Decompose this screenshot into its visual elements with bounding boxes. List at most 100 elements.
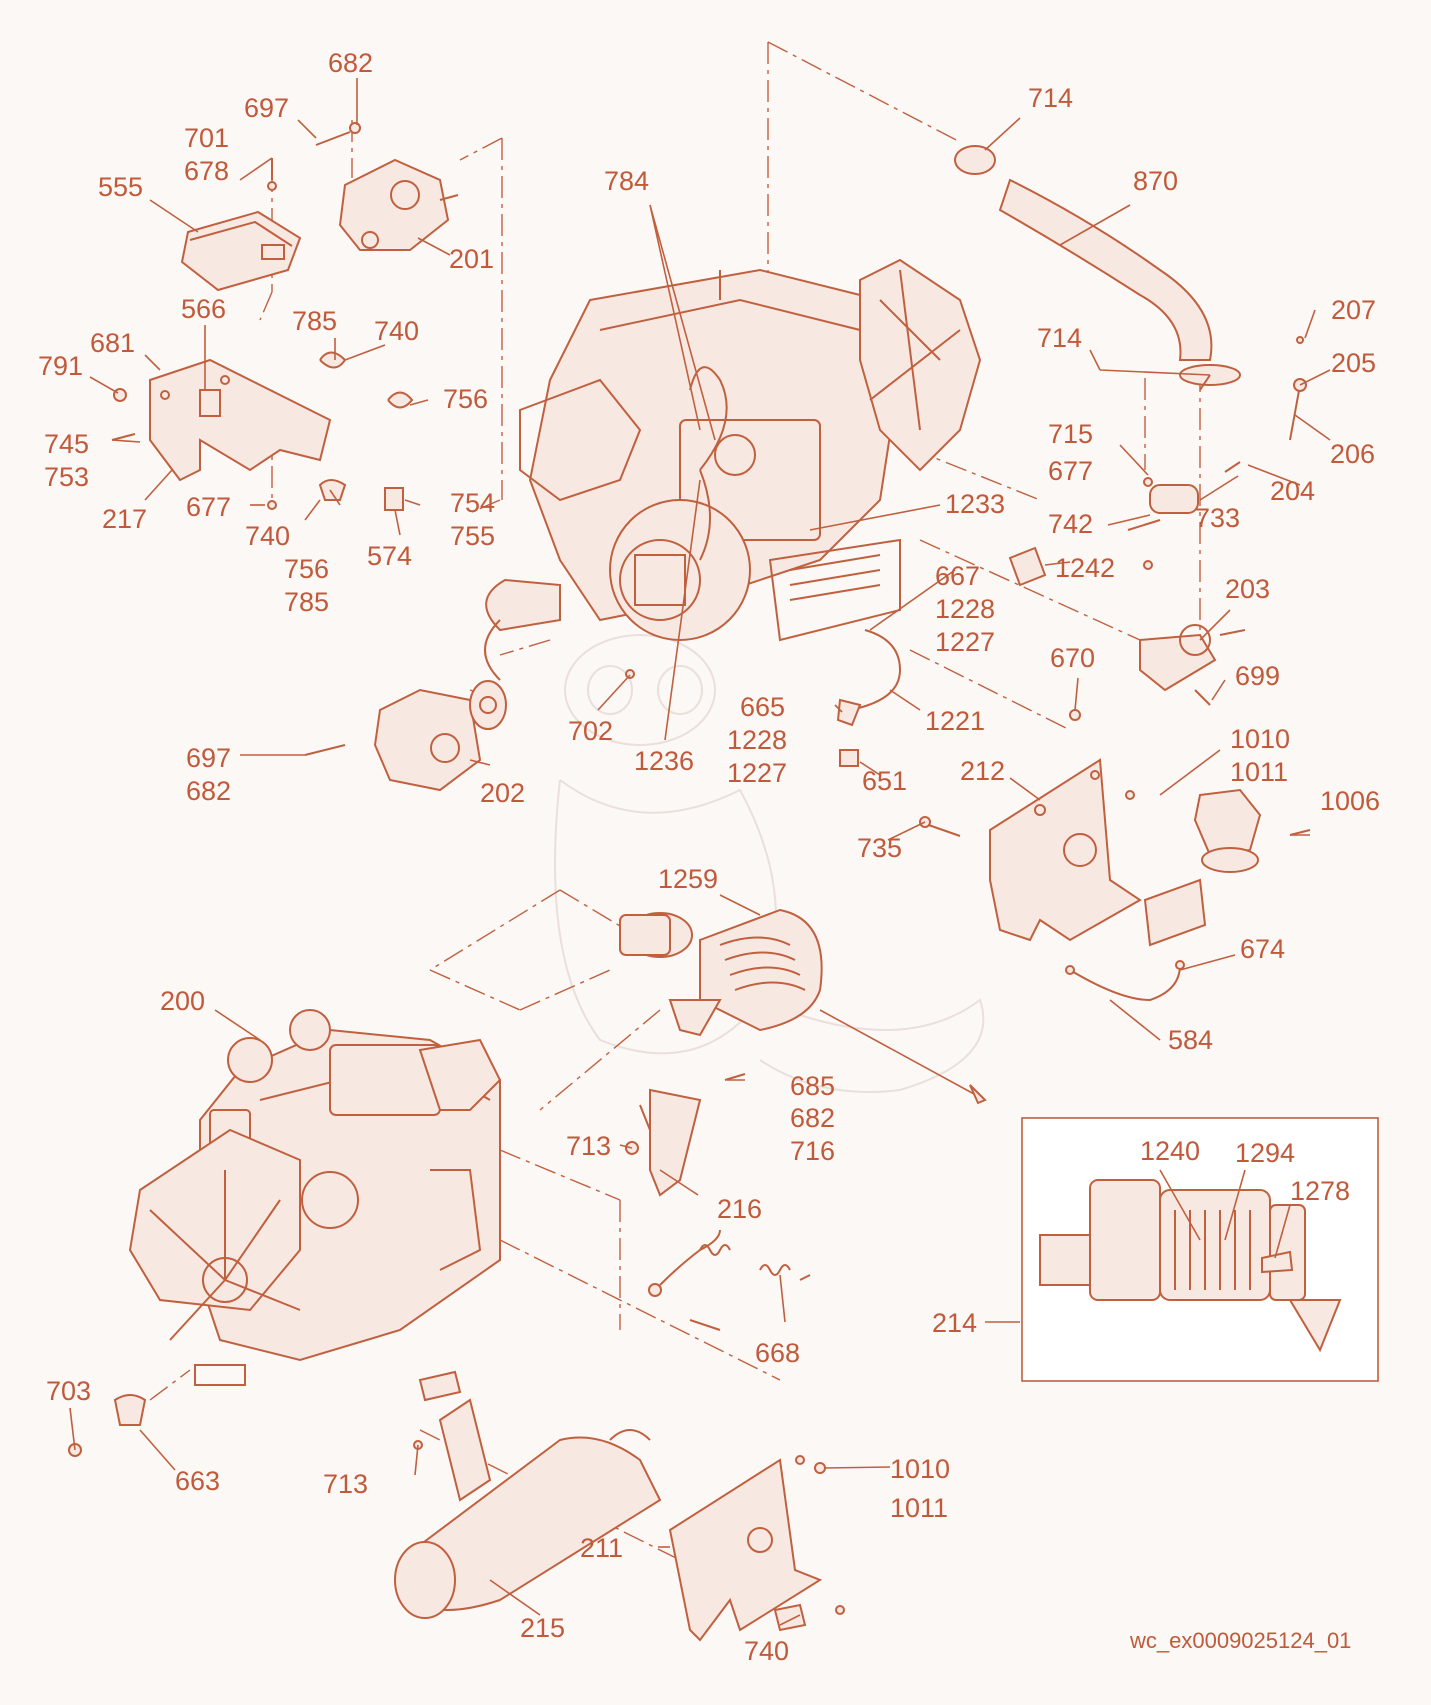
label-713: 713 bbox=[323, 1469, 368, 1499]
hydraulic-pump-202 bbox=[304, 680, 507, 792]
label-682: 682 bbox=[328, 48, 373, 78]
label-1227: 1227 bbox=[935, 627, 995, 657]
label-574: 574 bbox=[367, 541, 412, 571]
label-1006: 1006 bbox=[1320, 786, 1380, 816]
label-670: 670 bbox=[1050, 643, 1095, 673]
label-785: 785 bbox=[284, 587, 329, 617]
label-681: 681 bbox=[90, 328, 135, 358]
muffler-215 bbox=[394, 1398, 662, 1619]
label-714: 714 bbox=[1037, 323, 1082, 353]
label-682: 682 bbox=[790, 1103, 835, 1133]
label-677: 677 bbox=[186, 492, 231, 522]
label-584: 584 bbox=[1168, 1025, 1213, 1055]
bracket-211 bbox=[668, 1458, 845, 1642]
bracket-212 bbox=[919, 709, 1311, 947]
label-203: 203 bbox=[1225, 574, 1270, 604]
label-1011: 1011 bbox=[890, 1493, 948, 1523]
label-685: 685 bbox=[790, 1071, 835, 1101]
label-663: 663 bbox=[175, 1466, 220, 1496]
label-716: 716 bbox=[790, 1136, 835, 1166]
label-697: 697 bbox=[186, 743, 231, 773]
engine-assembly-top bbox=[484, 258, 982, 681]
label-713: 713 bbox=[566, 1131, 611, 1161]
label-1259: 1259 bbox=[658, 864, 718, 894]
label-217: 217 bbox=[102, 504, 147, 534]
figure-code: wc_ex0009025124_01 bbox=[1129, 1628, 1351, 1653]
label-714: 714 bbox=[1028, 83, 1073, 113]
label-740: 740 bbox=[245, 521, 290, 551]
label-201: 201 bbox=[449, 244, 494, 274]
label-1240: 1240 bbox=[1140, 1136, 1200, 1166]
label-1233: 1233 bbox=[945, 489, 1005, 519]
label-1227: 1227 bbox=[727, 758, 787, 788]
label-753: 753 bbox=[44, 462, 89, 492]
label-207: 207 bbox=[1331, 295, 1376, 325]
label-1294: 1294 bbox=[1235, 1138, 1295, 1168]
label-678: 678 bbox=[184, 156, 229, 186]
label-204: 204 bbox=[1270, 476, 1315, 506]
engine-assembly-bottom bbox=[128, 1009, 502, 1386]
label-742: 742 bbox=[1048, 509, 1093, 539]
label-1278: 1278 bbox=[1290, 1176, 1350, 1206]
label-202: 202 bbox=[480, 778, 525, 808]
bracket-217 bbox=[149, 358, 332, 482]
spring-668 bbox=[648, 1229, 811, 1331]
label-735: 735 bbox=[857, 833, 902, 863]
label-1011: 1011 bbox=[1230, 757, 1288, 787]
label-216: 216 bbox=[717, 1194, 762, 1224]
label-682: 682 bbox=[186, 776, 231, 806]
label-1236: 1236 bbox=[634, 746, 694, 776]
label-212: 212 bbox=[960, 756, 1005, 786]
label-651: 651 bbox=[862, 766, 907, 796]
label-555: 555 bbox=[98, 172, 143, 202]
ecu-module bbox=[180, 210, 302, 292]
hydraulic-pump-201 bbox=[338, 158, 459, 251]
label-1228: 1228 bbox=[935, 594, 995, 624]
label-205: 205 bbox=[1331, 348, 1376, 378]
label-733: 733 bbox=[1195, 503, 1240, 533]
right-components-top bbox=[1008, 336, 1307, 706]
label-200: 200 bbox=[160, 986, 205, 1016]
label-1010: 1010 bbox=[890, 1454, 950, 1484]
label-745: 745 bbox=[44, 429, 89, 459]
label-1242: 1242 bbox=[1055, 553, 1115, 583]
label-870: 870 bbox=[1133, 166, 1178, 196]
bracket-216 bbox=[625, 1073, 746, 1197]
label-667: 667 bbox=[935, 561, 980, 591]
label-674: 674 bbox=[1240, 934, 1285, 964]
label-754: 754 bbox=[450, 488, 495, 518]
label-756: 756 bbox=[284, 554, 329, 584]
label-1228: 1228 bbox=[727, 725, 787, 755]
label-677: 677 bbox=[1048, 456, 1093, 486]
label-1010: 1010 bbox=[1230, 724, 1290, 754]
label-715: 715 bbox=[1048, 419, 1093, 449]
label-701: 701 bbox=[184, 123, 229, 153]
label-740: 740 bbox=[374, 316, 419, 346]
label-740: 740 bbox=[744, 1636, 789, 1666]
air-cleaner-1259 bbox=[619, 908, 987, 1105]
leader-lines bbox=[69, 78, 1331, 1626]
label-697: 697 bbox=[244, 93, 289, 123]
label-665: 665 bbox=[740, 692, 785, 722]
label-215: 215 bbox=[520, 1613, 565, 1643]
label-668: 668 bbox=[755, 1338, 800, 1368]
hose-870 bbox=[954, 145, 1241, 391]
label-784: 784 bbox=[604, 166, 649, 196]
part-labels: 682 697 701 678 555 201 784 714 870 566 … bbox=[38, 48, 1380, 1666]
label-755: 755 bbox=[450, 521, 495, 551]
label-699: 699 bbox=[1235, 661, 1280, 691]
label-206: 206 bbox=[1330, 439, 1375, 469]
label-703: 703 bbox=[46, 1376, 91, 1406]
label-702: 702 bbox=[568, 716, 613, 746]
small-hardware-top-left bbox=[111, 122, 414, 511]
cable-584 bbox=[1065, 960, 1185, 1002]
label-756: 756 bbox=[443, 384, 488, 414]
label-1221: 1221 bbox=[925, 706, 985, 736]
label-566: 566 bbox=[181, 294, 226, 324]
line-1221 bbox=[625, 629, 902, 767]
label-791: 791 bbox=[38, 351, 83, 381]
label-211: 211 bbox=[580, 1533, 623, 1563]
label-214: 214 bbox=[932, 1308, 977, 1338]
label-785: 785 bbox=[292, 306, 337, 336]
